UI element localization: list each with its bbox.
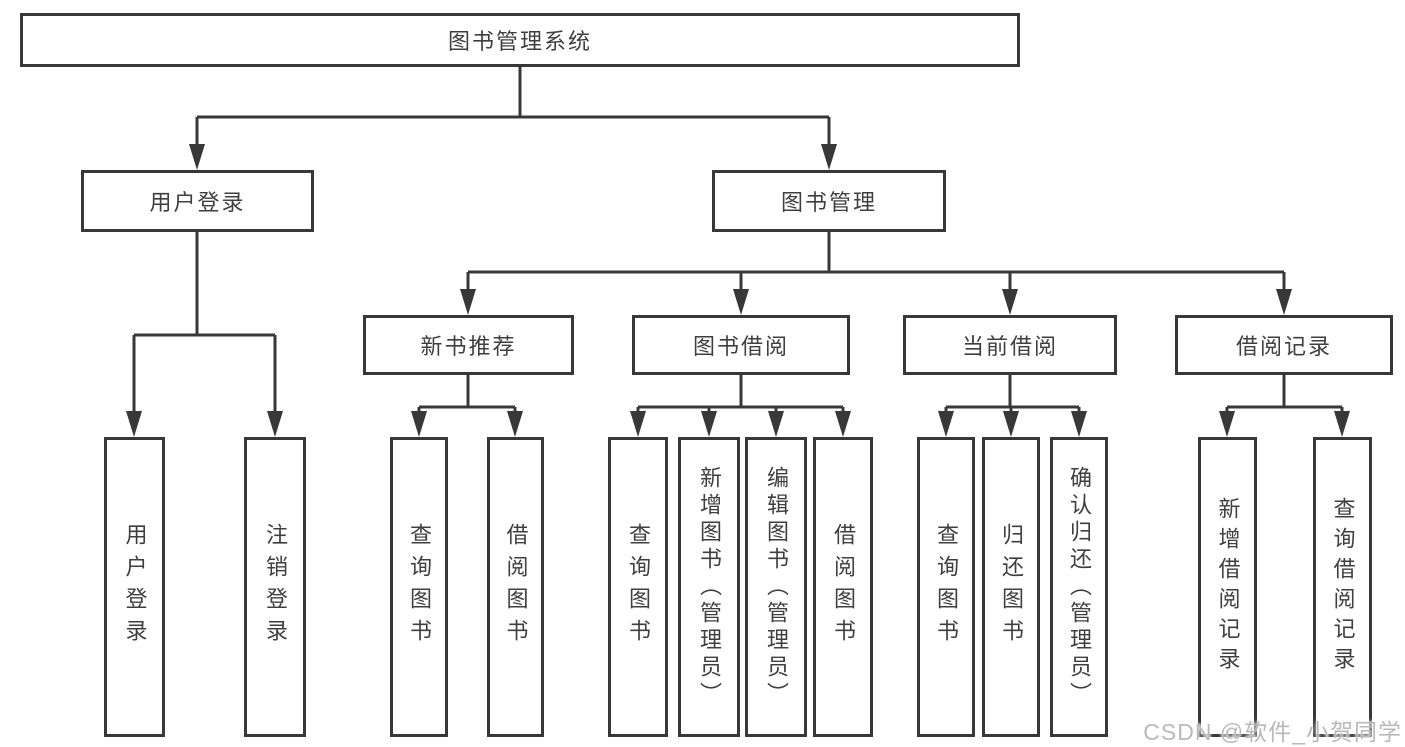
- leaf-query-books-1-label: 查询图书: [407, 523, 432, 651]
- leaf-borrow-books-1: 借阅图书: [487, 437, 544, 737]
- leaf-borrow-books-2-label: 借阅图书: [831, 523, 856, 651]
- node-user-login-label: 用户登录: [149, 190, 246, 215]
- leaf-query-borrow-record-label: 查询借阅记录: [1330, 497, 1356, 677]
- leaf-borrow-books-1-label: 借阅图书: [503, 523, 529, 651]
- watermark: CSDN @软件_小贺同学: [1143, 719, 1402, 745]
- leaf-query-books-2-label: 查询图书: [626, 523, 651, 651]
- node-current-borrowing-label: 当前借阅: [961, 334, 1058, 359]
- leaf-edit-books-admin-label: 编辑图书（管理员）: [764, 465, 789, 709]
- leaf-confirm-return-admin-label: 确认归还（管理员）: [1067, 465, 1092, 709]
- connector-lines: [132, 67, 1344, 413]
- leaf-edit-books-admin: 编辑图书（管理员）: [745, 437, 807, 737]
- node-book-borrowing: 图书借阅: [632, 315, 850, 375]
- arrowhead-icons: [126, 144, 1350, 437]
- leaf-query-borrow-record: 查询借阅记录: [1313, 437, 1372, 737]
- leaf-confirm-return-admin: 确认归还（管理员）: [1050, 437, 1108, 737]
- leaf-logout: 注销登录: [244, 437, 306, 737]
- leaf-add-borrow-record: 新增借阅记录: [1198, 437, 1257, 737]
- node-borrowing-records: 借阅记录: [1175, 315, 1393, 375]
- leaf-logout-label: 注销登录: [263, 523, 288, 651]
- leaf-query-books-2: 查询图书: [608, 437, 668, 737]
- node-library-system: 图书管理系统: [20, 13, 1020, 67]
- leaf-add-borrow-record-label: 新增借阅记录: [1215, 497, 1241, 677]
- node-current-borrowing: 当前借阅: [903, 315, 1117, 375]
- leaf-query-books-3-label: 查询图书: [934, 523, 959, 651]
- node-library-system-label: 图书管理系统: [447, 29, 592, 54]
- node-new-book-recommend-label: 新书推荐: [420, 334, 517, 359]
- leaf-query-books-1: 查询图书: [390, 437, 448, 737]
- leaf-user-login-label: 用户登录: [122, 523, 148, 651]
- leaf-add-books-admin-label: 新增图书（管理员）: [697, 465, 722, 709]
- leaf-borrow-books-2: 借阅图书: [813, 437, 873, 737]
- leaf-query-books-3: 查询图书: [917, 437, 975, 737]
- node-new-book-recommend: 新书推荐: [363, 315, 574, 375]
- node-book-borrowing-label: 图书借阅: [692, 334, 789, 359]
- leaf-add-books-admin: 新增图书（管理员）: [678, 437, 740, 737]
- node-borrowing-records-label: 借阅记录: [1235, 334, 1332, 359]
- leaf-user-login: 用户登录: [104, 437, 165, 737]
- node-book-management: 图书管理: [712, 170, 946, 232]
- leaf-return-books-label: 归还图书: [999, 523, 1024, 651]
- node-user-login: 用户登录: [81, 170, 314, 232]
- leaf-return-books: 归还图书: [982, 437, 1040, 737]
- node-book-management-label: 图书管理: [780, 190, 877, 215]
